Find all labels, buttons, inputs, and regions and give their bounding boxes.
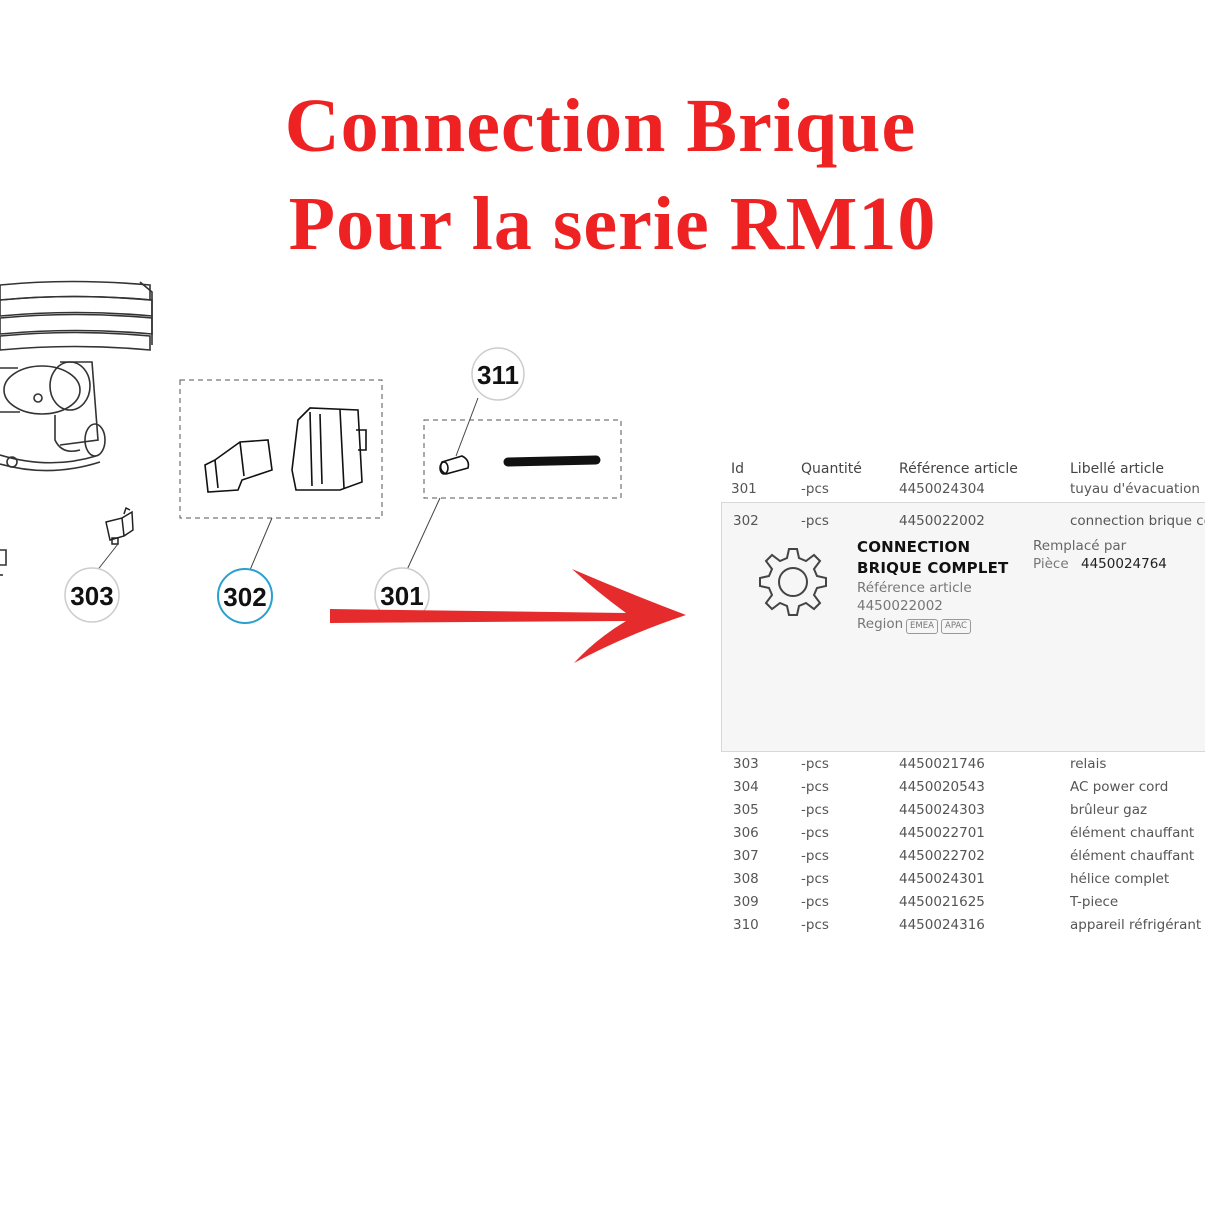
row-ref: 4450024316 <box>899 917 985 933</box>
row-id: 307 <box>733 848 759 864</box>
row-ref: 4450022002 <box>899 513 985 529</box>
row-qty: -pcs <box>801 871 829 887</box>
exhaust-tube-drawing <box>439 455 470 475</box>
piece-label: Pièce <box>1033 556 1069 572</box>
row-label: brûleur gaz <box>1070 802 1148 818</box>
cooling-unit-drawing <box>0 280 153 576</box>
row-id: 306 <box>733 825 759 841</box>
gear-icon <box>759 548 827 616</box>
row-label: connection brique cor <box>1070 513 1205 529</box>
callout-311-label: 311 <box>477 360 519 390</box>
row-id: 308 <box>733 871 759 887</box>
row-qty: -pcs <box>801 917 829 933</box>
row-ref: 4450024303 <box>899 802 985 818</box>
row-id: 309 <box>733 894 759 910</box>
header-reference[interactable]: Référence article <box>899 461 1018 477</box>
row-ref: 4450024301 <box>899 871 985 887</box>
part-name-line-2: BRIQUE COMPLET <box>857 559 1009 577</box>
reference-value: 4450022002 <box>857 598 943 614</box>
part-name-line-1: CONNECTION <box>857 538 971 556</box>
row-qty: -pcs <box>801 802 829 818</box>
callout-302-label: 302 <box>223 582 266 612</box>
exhaust-pipe-drawing <box>503 455 601 467</box>
callout-301-label: 301 <box>380 581 423 611</box>
row-id: 304 <box>733 779 759 795</box>
title-line-2: Pour la serie RM10 <box>288 182 937 266</box>
replaced-by-label: Remplacé par <box>1033 538 1127 554</box>
red-arrow <box>330 569 686 663</box>
row-ref: 4450021625 <box>899 894 985 910</box>
row-label: appareil réfrigérant <box>1070 917 1202 933</box>
row-id: 303 <box>733 756 759 772</box>
row-qty: -pcs <box>801 481 829 497</box>
header-id[interactable]: Id <box>731 461 745 477</box>
region-badge-emea: EMEA <box>906 619 938 634</box>
row-ref: 4450024304 <box>899 481 985 497</box>
parts-diagram: 311 303 302 301 <box>0 280 622 624</box>
row-label: T-piece <box>1070 894 1119 910</box>
row-qty: -pcs <box>801 848 829 864</box>
callout-303: 303 <box>64 567 120 623</box>
row-ref: 4450022702 <box>899 848 985 864</box>
callout-302: 302 <box>217 568 273 624</box>
row-id: 305 <box>733 802 759 818</box>
row-qty: -pcs <box>801 825 829 841</box>
row-id: 301 <box>731 481 757 497</box>
region-label: Region <box>857 616 904 632</box>
row-label: tuyau d'évacuation <box>1070 481 1200 497</box>
relay-part-drawing <box>105 506 134 545</box>
replacement-piece-link[interactable]: 4450024764 <box>1081 556 1167 572</box>
row-id: 302 <box>733 513 759 529</box>
reference-label: Référence article <box>857 580 972 596</box>
region-badge-apac: APAC <box>941 619 971 634</box>
row-id: 310 <box>733 917 759 933</box>
burner-brick-drawing <box>204 407 367 493</box>
row-label: hélice complet <box>1070 871 1170 887</box>
row-qty: -pcs <box>801 894 829 910</box>
row-label: élément chauffant <box>1070 825 1195 841</box>
callout-311: 311 <box>471 347 525 401</box>
header-quantity[interactable]: Quantité <box>801 461 862 477</box>
callout-301: 301 <box>374 567 430 623</box>
title-line-1: Connection Brique <box>284 84 917 168</box>
row-qty: -pcs <box>801 513 829 529</box>
row-ref: 4450022701 <box>899 825 985 841</box>
row-qty: -pcs <box>801 779 829 795</box>
row-ref: 4450020543 <box>899 779 985 795</box>
row-qty: -pcs <box>801 756 829 772</box>
header-label[interactable]: Libellé article <box>1070 461 1164 477</box>
part-detail-popup[interactable]: CONNECTION BRIQUE COMPLET Référence arti… <box>721 502 1205 752</box>
callout-303-label: 303 <box>70 581 113 611</box>
row-label: relais <box>1070 756 1107 772</box>
row-label: AC power cord <box>1070 779 1169 795</box>
row-ref: 4450021746 <box>899 756 985 772</box>
row-label: élément chauffant <box>1070 848 1195 864</box>
